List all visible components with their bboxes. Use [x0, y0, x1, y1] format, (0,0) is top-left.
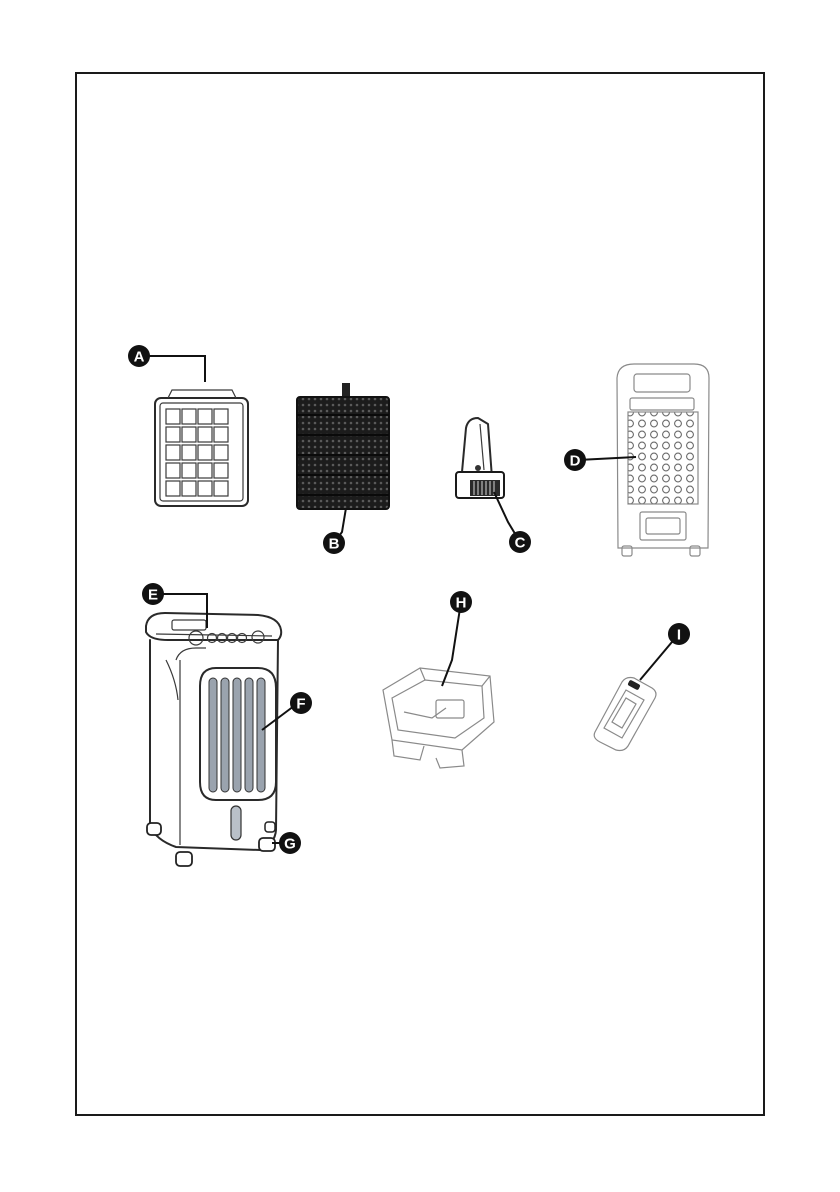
badge-f: F [290, 692, 312, 714]
badge-g-label: G [284, 836, 296, 853]
part-h-water-tank [383, 668, 494, 768]
badge-h-label: H [456, 595, 467, 612]
cooler-main-unit [146, 613, 281, 866]
part-a-honeycomb-filter [155, 390, 248, 506]
badge-b: B [323, 532, 345, 554]
badge-d: D [564, 449, 586, 471]
badge-h: H [450, 591, 472, 613]
badge-d-label: D [570, 453, 581, 470]
badge-b-label: B [329, 536, 340, 553]
badge-e-label: E [148, 587, 158, 604]
badge-g: G [279, 832, 301, 854]
badge-a: A [128, 345, 150, 367]
part-i-ice-pack [594, 678, 656, 751]
badge-c-label: C [515, 535, 526, 552]
badge-c: C [509, 531, 531, 553]
part-d-rear-panel [617, 364, 709, 556]
part-b-mesh-filter [297, 383, 389, 509]
part-c-water-pump [456, 418, 504, 498]
badge-i-label: I [677, 627, 681, 644]
control-panel [172, 620, 264, 645]
badge-f-label: F [296, 696, 305, 713]
louvre-grille [200, 668, 276, 800]
badge-a-label: A [134, 349, 145, 366]
badge-e: E [142, 583, 164, 605]
castor-wheels [147, 822, 275, 866]
badge-i: I [668, 623, 690, 645]
